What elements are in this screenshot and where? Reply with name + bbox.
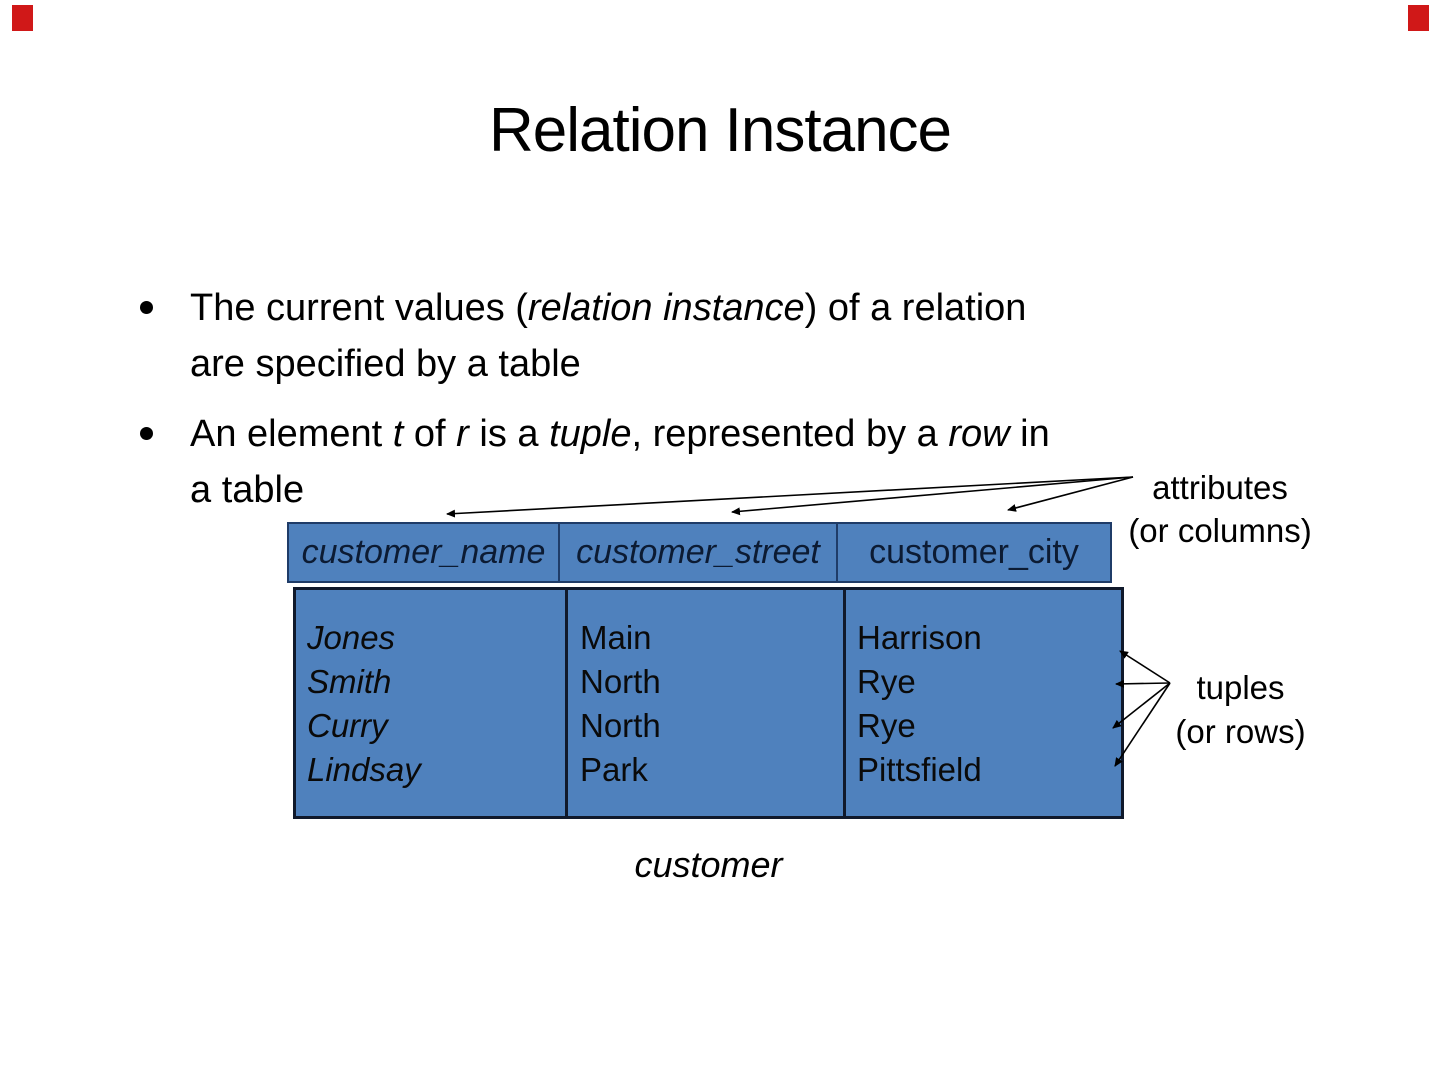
bullet-2-line-2: a table: [190, 462, 1050, 518]
italic-text-segment: r: [456, 413, 469, 455]
table-cell: Main: [580, 619, 652, 656]
table-cell: North: [580, 663, 661, 700]
table-column-streets: Main North North Park: [580, 616, 661, 792]
table-header-customer-city: customer_city: [838, 522, 1112, 583]
red-corner-mark-right: [1408, 5, 1429, 31]
text-segment: are specified by a table: [190, 343, 581, 385]
red-corner-mark-left: [12, 5, 33, 31]
table-cell: Rye: [857, 707, 916, 744]
table-header-customer-name: customer_name: [287, 522, 560, 583]
italic-text-segment: customer_street: [576, 533, 820, 571]
slide-title: Relation Instance: [488, 96, 952, 165]
bullet-1-line-1: The current values (relation instance) o…: [190, 280, 1026, 336]
italic-text-segment: tuple: [549, 413, 632, 455]
tuples-label-line-1: tuples: [1196, 669, 1285, 706]
tuples-label-line-2: (or rows): [1175, 713, 1306, 750]
bullet-text: The current values (relation instance) o…: [190, 280, 1026, 392]
italic-text-segment: customer_name: [301, 533, 546, 571]
table-cell: Rye: [857, 663, 916, 700]
text-segment: An element: [190, 413, 393, 455]
table-cell: Pittsfield: [857, 751, 982, 788]
table-cell: North: [580, 707, 661, 744]
text-segment: a table: [190, 469, 305, 511]
bullet-2-line-1: An element t of r is a tuple, represente…: [190, 406, 1050, 462]
table-header-customer-street: customer_street: [560, 522, 838, 583]
bullet-list: The current values (relation instance) o…: [134, 280, 1284, 532]
table-body: Jones Smith Curry Lindsay Main North Nor…: [293, 587, 1124, 819]
text-segment: The current values (: [190, 287, 528, 329]
table-cell: Park: [580, 751, 648, 788]
table-cell: Jones: [307, 619, 396, 656]
table-column-cities: Harrison Rye Rye Pittsfield: [857, 616, 982, 792]
text-segment: , represented by a: [631, 413, 949, 455]
attributes-label: attributes (or columns): [1065, 466, 1375, 552]
table-header-row: customer_name customer_street customer_c…: [287, 522, 1112, 583]
bullet-item-1: The current values (relation instance) o…: [134, 280, 1284, 392]
italic-text-segment: relation instance: [527, 287, 805, 329]
table-cell: Smith: [307, 663, 392, 700]
bullet-item-2: An element t of r is a tuple, represente…: [134, 406, 1284, 518]
bullet-text: An element t of r is a tuple, represente…: [190, 406, 1050, 518]
tuples-label: tuples (or rows): [1128, 666, 1353, 754]
table-column-names: Jones Smith Curry Lindsay: [307, 616, 421, 792]
italic-text-segment: row: [948, 413, 1010, 455]
table-cell: Harrison: [857, 619, 982, 656]
bullet-icon: [140, 427, 153, 440]
attributes-label-line-1: attributes: [1152, 469, 1288, 506]
text-segment: customer_city: [869, 533, 1079, 571]
table-cell: Curry: [307, 707, 388, 744]
bullet-1-line-2: are specified by a table: [190, 336, 1026, 392]
table-caption: customer: [634, 844, 783, 885]
table-cell: Lindsay: [307, 751, 421, 788]
text-segment: of: [403, 413, 457, 455]
column-divider: [843, 590, 846, 816]
text-segment: is a: [468, 413, 550, 455]
bullet-icon: [140, 301, 153, 314]
text-segment: ) of a relation: [804, 287, 1027, 329]
text-segment: in: [1009, 413, 1050, 455]
attributes-label-line-2: (or columns): [1128, 512, 1312, 549]
italic-text-segment: t: [392, 413, 404, 455]
column-divider: [565, 590, 568, 816]
